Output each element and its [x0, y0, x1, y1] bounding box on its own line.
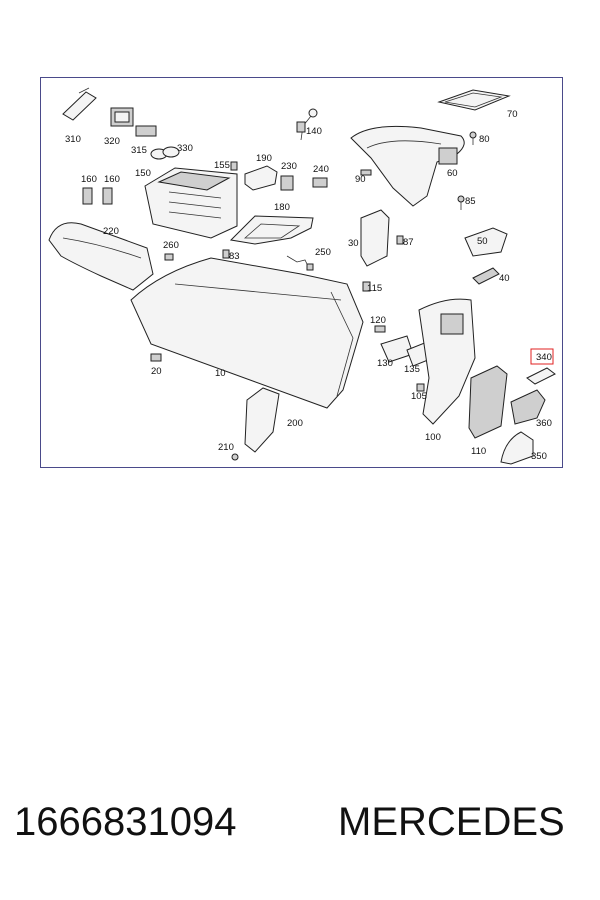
callout-40: 40	[499, 273, 510, 284]
part-60-drawing	[350, 125, 465, 207]
callout-160: 160	[104, 174, 120, 185]
part-85-drawing	[457, 195, 465, 210]
callout-180: 180	[274, 202, 290, 213]
callout-190: 190	[256, 153, 272, 164]
callout-240: 240	[313, 164, 329, 175]
part-70-drawing	[437, 89, 511, 111]
callout-160: 160	[81, 174, 97, 185]
part-110-drawing	[468, 365, 508, 439]
callout-100: 100	[425, 432, 441, 443]
callout-20: 20	[151, 366, 162, 377]
brand-name: MERCEDES	[338, 800, 565, 844]
callout-90: 90	[355, 174, 366, 185]
callout-130: 130	[377, 358, 393, 369]
part-87-drawing	[396, 235, 404, 245]
callout-87: 87	[403, 237, 414, 248]
callout-150: 150	[135, 168, 151, 179]
callout-85: 85	[465, 196, 476, 207]
parts-diagram: 310 320 315 330 140 70 80 155 190 230 240 150 160 160…	[40, 77, 563, 468]
callout-120: 120	[370, 315, 386, 326]
callout-220: 220	[103, 226, 119, 237]
part-220-drawing	[48, 222, 154, 291]
callout-350: 350	[531, 451, 547, 462]
part-105-drawing	[416, 383, 425, 392]
part-20-drawing	[150, 353, 162, 362]
callout-310: 310	[65, 134, 81, 145]
part-160-drawing	[82, 187, 113, 205]
callout-60: 60	[447, 168, 458, 179]
part-250-drawing	[286, 255, 314, 271]
callout-70: 70	[507, 109, 518, 120]
highlight-box	[530, 348, 554, 365]
part-320-drawing	[110, 107, 134, 127]
callout-360: 360	[536, 418, 552, 429]
callout-labels: 310 320 315 330 140 70 80 155 190 230 240 150 160 160…	[65, 109, 552, 462]
part-230-drawing	[280, 175, 294, 191]
part-90-drawing	[360, 169, 372, 176]
part-340-drawing	[526, 367, 556, 385]
part-310-drawing	[62, 87, 97, 121]
callout-110: 110	[471, 446, 486, 457]
callout-210: 210	[218, 442, 234, 453]
part-350-drawing	[500, 431, 534, 465]
callout-315: 315	[131, 145, 147, 156]
part-50-drawing	[464, 227, 508, 257]
part-240-drawing	[312, 177, 328, 188]
part-180-drawing	[229, 215, 314, 245]
callout-10: 10	[215, 368, 226, 379]
callout-30: 30	[348, 238, 359, 249]
callout-250: 250	[315, 247, 331, 258]
part-100-drawing	[418, 298, 476, 425]
callout-135: 135	[404, 364, 420, 375]
part-190-drawing	[244, 165, 278, 191]
part-200-drawing	[231, 387, 280, 461]
callout-200: 200	[287, 418, 303, 429]
part-40-drawing	[472, 267, 500, 285]
part-115-120-drawing	[362, 281, 386, 333]
part-315-330-drawing	[135, 125, 180, 160]
callout-320: 320	[104, 136, 120, 147]
callout-50: 50	[477, 236, 488, 247]
part-30-drawing	[360, 209, 390, 267]
part-150-drawing	[144, 167, 238, 239]
part-360-drawing	[510, 389, 546, 425]
callout-80: 80	[479, 134, 490, 145]
callout-340: 340	[536, 352, 552, 363]
part-140-drawing	[296, 108, 318, 141]
callout-115: 115	[367, 283, 382, 294]
part-number: 1666831094	[14, 800, 237, 844]
part-155-drawing	[230, 161, 238, 171]
callout-330: 330	[177, 143, 193, 154]
footer: 1666831094 MERCEDES	[0, 800, 600, 860]
part-80-drawing	[469, 131, 477, 145]
part-260-83-drawing	[164, 249, 230, 261]
callout-260: 260	[163, 240, 179, 251]
callout-140: 140	[306, 126, 322, 137]
callout-155: 155	[214, 160, 230, 171]
callout-83: 83	[229, 251, 240, 262]
part-10-drawing	[130, 257, 364, 409]
callout-230: 230	[281, 161, 297, 172]
callout-105: 105	[411, 391, 427, 402]
